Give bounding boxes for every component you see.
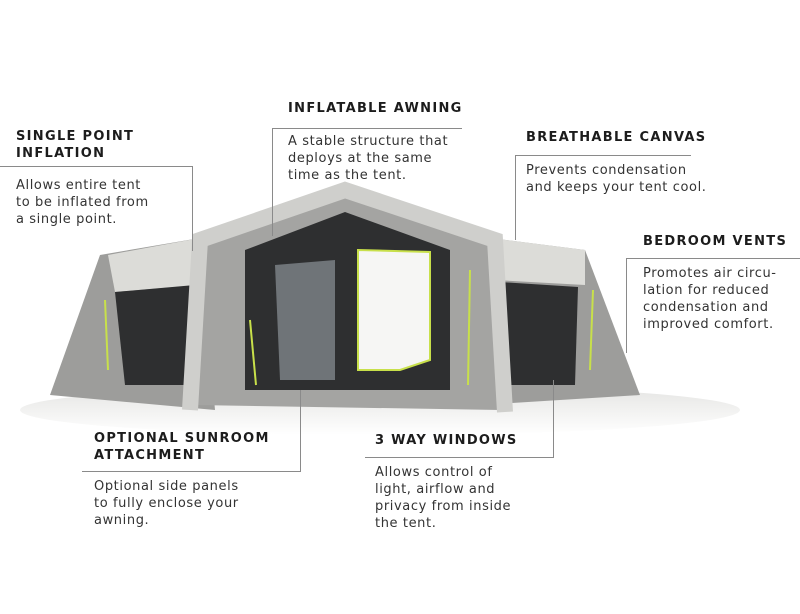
right-roof [490,238,585,285]
leader-line [515,155,516,240]
desc-line: condensation and [643,300,769,315]
desc-line: time as the tent. [288,168,407,183]
title-line: INFLATION [16,146,106,161]
feature-title-inflatable-awning: INFLATABLE AWNING [288,100,463,117]
title-line: SINGLE POINT [16,129,135,144]
title-line: BEDROOM VENTS [643,234,788,249]
title-line: BREATHABLE CANVAS [526,130,707,145]
desc-line: Allows entire tent [16,178,141,193]
feature-title-breathable-canvas: BREATHABLE CANVAS [526,129,706,146]
desc-line: light, airflow and [375,482,496,497]
leader-line [553,380,554,458]
leader-line [82,471,301,472]
feature-desc-single-point-inflation: Allows entire tent to be inflated from a… [16,177,149,228]
feature-title-3-way-windows: 3 WAY WINDOWS [375,432,518,449]
desc-line: Promotes air circu- [643,266,777,281]
desc-line: Prevents condensation [526,163,687,178]
feature-title-bedroom-vents: BEDROOM VENTS [643,233,787,250]
left-roof [108,238,200,292]
awning-window [275,260,335,380]
feature-desc-optional-sunroom: Optional side panels to fully enclose yo… [94,478,239,529]
title-line: OPTIONAL SUNROOM [94,431,270,446]
right-window [500,282,578,385]
title-line: 3 WAY WINDOWS [375,433,518,448]
leader-line [192,166,193,251]
leader-line [272,128,273,236]
desc-line: improved comfort. [643,317,774,332]
desc-line: Optional side panels [94,479,239,494]
accent-zips [104,269,594,386]
left-window [115,285,195,385]
desc-line: lation for reduced [643,283,770,298]
leader-line [626,258,627,353]
leader-line [365,457,554,458]
title-line: INFLATABLE AWNING [288,101,463,116]
open-door [357,248,431,371]
inflatable-beam [182,181,513,413]
desc-line: privacy from inside [375,499,512,514]
feature-desc-inflatable-awning: A stable structure that deploys at the s… [288,133,448,184]
leader-line [626,258,800,259]
desc-line: A stable structure that [288,134,449,149]
desc-line: a single point. [16,212,118,227]
feature-title-single-point-inflation: SINGLE POINT INFLATION [16,128,134,162]
desc-line: to fully enclose your [94,496,239,511]
desc-line: deploys at the same [288,151,433,166]
leader-line [272,128,462,129]
title-line: ATTACHMENT [94,448,206,463]
desc-line: the tent. [375,516,437,531]
desc-line: Allows control of [375,465,493,480]
feature-title-optional-sunroom: OPTIONAL SUNROOM ATTACHMENT [94,430,270,464]
leader-line [0,166,193,167]
desc-line: awning. [94,513,150,528]
desc-line: to be inflated from [16,195,149,210]
desc-line: and keeps your tent cool. [526,180,707,195]
leader-line [515,155,691,156]
feature-desc-breathable-canvas: Prevents condensation and keeps your ten… [526,162,707,196]
feature-desc-bedroom-vents: Promotes air circu- lation for reduced c… [643,265,777,333]
leader-line [300,390,301,472]
feature-desc-3-way-windows: Allows control of light, airflow and pri… [375,464,511,532]
